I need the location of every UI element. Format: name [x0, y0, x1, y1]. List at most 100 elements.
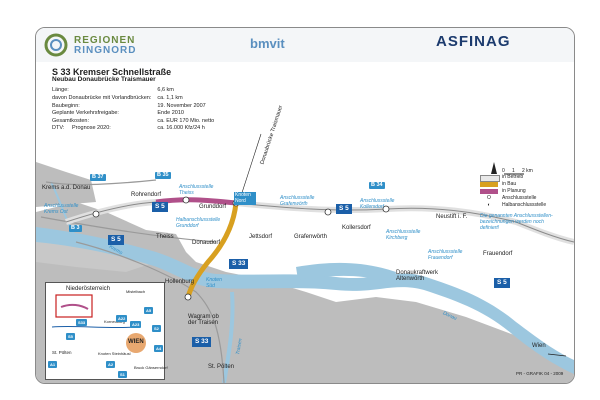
inset-s33: S33	[76, 319, 88, 326]
shield-b35: B 35	[155, 172, 171, 179]
town-neustift: Neustift i. F.	[436, 214, 468, 220]
junction-label-frauendorf: Anschlussstelle Frauendorf	[428, 249, 463, 261]
legend-symbol: O Anschlussstelle	[480, 195, 560, 202]
fact-label: Baubeginn:	[52, 102, 80, 109]
legend-swatch-planning	[480, 189, 498, 194]
inset-korneuburg: Korneuburg	[104, 319, 125, 324]
fact-row: Geplante Verkehrsfreigabe: Ende 2010	[52, 110, 220, 118]
legend-label: in Planung	[502, 188, 526, 194]
inset-a5: A5	[144, 307, 154, 314]
facts-table: Länge: 6,6 km davon Donaubrücke mit Vorl…	[52, 87, 220, 133]
fact-row: Länge: 6,6 km	[52, 87, 220, 95]
inset-bruck: Bruck Gänserndorf	[134, 365, 168, 370]
junction-label-kollersdorf: Anschlussstelle Kollersdorf	[360, 198, 395, 210]
map-legend: 0 1 2 km in Betrieb in Bau in Planung O …	[480, 168, 560, 231]
junction-label-knoten-sued: Knoten Süd	[206, 277, 222, 289]
town-hollenburg: Hollenburg	[165, 279, 195, 285]
inset-st-poelten: St. Pölten	[52, 350, 72, 355]
town-jettsdorf: Jettsdorf	[249, 234, 273, 240]
info-block: S 33 Kremser Schnellstraße Neubau Donaub…	[52, 68, 220, 133]
fact-value: ca. 16.000 Kfz/24 h	[157, 125, 205, 132]
fact-value: ca. EUR 170 Mio. netto	[157, 117, 215, 124]
road-b37	[45, 179, 157, 186]
junction-knoten-sued	[184, 293, 192, 301]
inset-map: Niederösterreich WIEN St. Pölten Korneub…	[45, 282, 168, 380]
fact-row: Baubeginn: 19. November 2007	[52, 103, 220, 111]
shield-s33: S 33	[229, 259, 249, 269]
town-frauendorf: Frauendorf	[483, 251, 513, 257]
legend-label: Anschlussstelle	[502, 195, 537, 201]
terrain-south	[36, 202, 574, 383]
town-kollersdorf: Kollersdorf	[342, 225, 371, 231]
town-grunddorf: Grunddorf	[199, 204, 227, 210]
legend-half-junction-icon: ◐	[487, 202, 491, 208]
junction-label-knoten-nord: Knoten Nord	[234, 192, 256, 205]
fact-row: davon Donaubrücke mit Vorlandbrücken: ca…	[52, 95, 220, 103]
fact-value: 19. November 2007	[157, 102, 206, 109]
s33-under-construction	[185, 202, 239, 298]
ring-logo-icon	[44, 33, 68, 57]
fact-label: Geplante Verkehrsfreigabe:	[52, 110, 119, 117]
legend-label: in Betrieb	[502, 174, 524, 180]
fact-value: 6,6 km	[157, 87, 174, 94]
inset-a22: A22	[116, 315, 128, 322]
inset-s1: S1	[118, 371, 127, 378]
inset-knoten: Knoten Steinhäusl	[98, 351, 131, 356]
scale-label-0: 0	[502, 168, 505, 174]
header-bar: REGIONEN RINGNORD bmvit ASFINAG	[36, 28, 574, 62]
junction-label-theiss: Anschlussstelle Theiss	[179, 184, 214, 196]
inset-s5: S5	[66, 333, 75, 340]
legend-item: in Bau	[480, 181, 560, 188]
shield-s5: S 5	[152, 202, 168, 212]
graphic-credit: PR - GRAFIK 04 - 2009	[516, 371, 564, 376]
map-frame: REGIONEN RINGNORD bmvit ASFINAG	[35, 27, 575, 384]
inset-title: Niederösterreich	[66, 286, 111, 292]
legend-swatch-construction	[480, 182, 498, 187]
fact-label: Gesamtkosten:	[52, 117, 89, 124]
junction-krems-ost	[92, 210, 100, 218]
road-s33-south	[75, 241, 225, 383]
legend-label: in Bau	[502, 181, 517, 187]
shield-b34: B 34	[369, 182, 385, 189]
legend-label: Halbanschlussstelle	[502, 202, 547, 208]
fact-value: ca. 1,1 km	[157, 95, 183, 101]
north-arrow-icon	[491, 162, 497, 174]
wien-arrow-icon	[547, 353, 567, 357]
inset-a1: A1	[48, 361, 58, 368]
junction-label-grafenwoerth: Anschlussstelle Grafenwörth	[280, 195, 315, 207]
town-wien: Wien	[532, 343, 546, 349]
krems-river	[50, 181, 77, 238]
bridge-label-leader	[238, 133, 262, 203]
inset-a4: A4	[154, 345, 164, 352]
shield-s5: S 5	[108, 235, 124, 245]
legend-symbol: ◐ Halbanschlussstelle	[480, 202, 560, 209]
shield-s5: S 5	[336, 204, 352, 214]
legend-item: in Betrieb	[480, 174, 560, 182]
scale-labels: 0 1 2 km	[480, 168, 560, 174]
s5-planning	[155, 197, 237, 206]
route-title: S 33 Kremser Schnellstraße	[52, 67, 220, 77]
town-theiss: Theiss	[156, 234, 174, 240]
danube-river	[36, 227, 574, 374]
junction-label-kirchberg: Anschlussstelle Kirchberg	[386, 229, 421, 241]
shield-s33: S 33	[192, 337, 212, 347]
shield-b37: B 37	[90, 174, 106, 181]
fact-label: DTV: Prognose 2020:	[52, 125, 157, 133]
town-donaudorf: Donaudorf	[192, 240, 221, 246]
danube-arm	[296, 262, 396, 284]
shield-s5: S 5	[494, 278, 510, 288]
dtv-label: DTV:	[52, 125, 65, 132]
project-subtitle: Neubau Donaubrücke Traismauer	[52, 76, 156, 84]
fact-row: DTV: Prognose 2020: ca. 16.000 Kfz/24 h	[52, 125, 220, 133]
junction-label-grunddorf: Halbanschlussstelle Grunddorf	[176, 217, 221, 229]
inset-a2: A2	[106, 361, 116, 368]
bmvit-logo: bmvit	[250, 36, 285, 51]
prognose-label: Prognose 2020:	[71, 125, 111, 132]
inset-highlight	[55, 294, 93, 318]
town-grafenwoerth: Grafenwörth	[294, 234, 328, 240]
shield-b3: B 3	[69, 225, 82, 232]
town-wagram: Wagram ob der Traisen	[188, 314, 219, 326]
route-name: Kremser Schnellstraße	[73, 67, 172, 77]
junction-theiss	[182, 196, 190, 204]
legend-note: Die genannten Anschlussstellen-bezeichnu…	[480, 213, 553, 231]
